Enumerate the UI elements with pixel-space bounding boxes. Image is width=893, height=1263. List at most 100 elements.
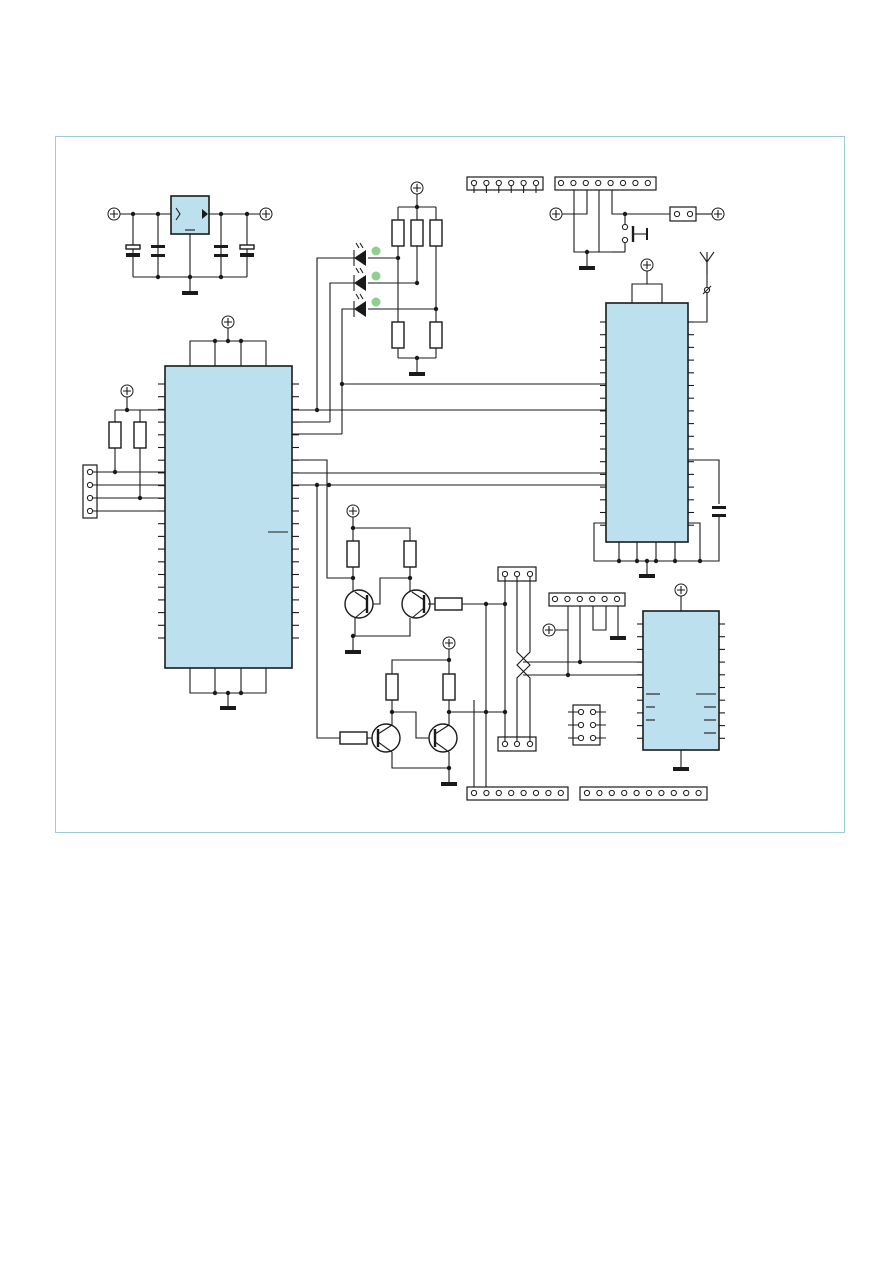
resistor	[434, 597, 463, 611]
radio-module-section	[593, 251, 726, 578]
header-pin	[601, 595, 608, 603]
header-pin	[595, 179, 602, 187]
header-pin	[508, 179, 515, 187]
ground-icon	[639, 574, 655, 578]
transistor-icon	[344, 589, 374, 619]
header-pin	[683, 789, 690, 797]
supply-icon	[107, 207, 121, 221]
header-pin	[483, 789, 490, 797]
ground-icon	[673, 767, 689, 771]
voltage-regulator-section	[107, 195, 273, 295]
header-pin	[495, 179, 502, 187]
resistor	[429, 321, 443, 349]
header-pin	[582, 179, 589, 187]
supply-icon	[410, 181, 424, 195]
led-icon	[353, 293, 381, 317]
pushbutton-icon	[621, 223, 648, 244]
header-pin	[613, 595, 621, 603]
ground-icon	[441, 782, 457, 786]
ground-icon	[409, 372, 425, 376]
header-pin	[532, 179, 540, 187]
header-pin	[551, 595, 559, 603]
supply-icon	[259, 207, 273, 221]
header-pin	[557, 789, 564, 797]
led-indicator-section	[316, 181, 443, 434]
supply-icon	[221, 315, 235, 329]
resistor	[108, 421, 122, 449]
header-pin	[564, 595, 571, 603]
supply-icon	[549, 207, 563, 221]
crossover-section	[473, 566, 643, 791]
resistor	[403, 540, 417, 568]
connector-header	[554, 176, 657, 191]
led-icon	[353, 242, 381, 266]
header-pin	[470, 179, 478, 187]
led-icon	[353, 267, 381, 291]
header-pin	[645, 789, 653, 797]
bottom-headers-section	[466, 786, 708, 801]
resistor	[385, 673, 399, 701]
header-pin	[483, 179, 490, 187]
connector-header	[466, 176, 544, 191]
header-pin	[557, 179, 565, 187]
top-headers-section	[466, 176, 725, 270]
resistor	[346, 540, 360, 568]
header-pin	[619, 179, 627, 187]
capacitor-icon	[712, 506, 726, 517]
ground-icon	[579, 266, 595, 270]
transistor-pair-lower	[339, 636, 508, 786]
header-pin	[608, 789, 615, 797]
header-pin	[532, 789, 540, 797]
schematic-frame	[55, 136, 845, 833]
header-pin	[670, 789, 677, 797]
supply-icon	[442, 636, 456, 650]
header-pin	[576, 595, 583, 603]
supply-icon	[542, 623, 556, 637]
header-pin	[520, 789, 527, 797]
transistor-icon	[428, 723, 458, 753]
resistor	[339, 731, 368, 745]
header-pin	[695, 789, 702, 797]
header-pin	[470, 789, 478, 797]
secondary-ic-section	[542, 583, 725, 771]
header-pin	[607, 179, 614, 187]
connector-header	[466, 786, 569, 801]
resistor	[391, 219, 405, 247]
left-connector-section	[82, 384, 165, 519]
header-pin	[545, 789, 552, 797]
header-pin	[495, 789, 502, 797]
radio-module-ic	[605, 302, 689, 543]
ground-icon	[345, 650, 361, 654]
resistor	[442, 673, 456, 701]
microcontroller-ic	[164, 365, 293, 669]
secondary-ic	[642, 610, 720, 751]
header-pin	[633, 789, 640, 797]
ground-icon	[220, 706, 236, 710]
transistor-icon	[371, 723, 401, 753]
transistor-icon	[401, 589, 431, 619]
ground-icon	[182, 291, 198, 295]
resistor	[133, 421, 147, 449]
header-pin	[508, 789, 515, 797]
header-pin	[621, 789, 628, 797]
resistor	[429, 219, 443, 247]
connector-header	[548, 592, 626, 607]
supply-icon	[674, 583, 688, 597]
header-pin	[596, 789, 603, 797]
header-pin	[583, 789, 591, 797]
header-pin	[589, 595, 596, 603]
connector-header	[82, 464, 98, 519]
header-pin	[570, 179, 577, 187]
header-pin	[632, 179, 639, 187]
microcontroller-section	[158, 315, 606, 739]
header-pin	[644, 179, 651, 187]
transistor-pair-upper	[344, 504, 508, 654]
supply-icon	[120, 384, 134, 398]
resistor	[410, 219, 424, 247]
header-pin	[658, 789, 665, 797]
supply-icon	[346, 504, 360, 518]
supply-icon	[640, 258, 654, 272]
ground-icon	[610, 636, 626, 640]
resistor	[391, 321, 405, 349]
